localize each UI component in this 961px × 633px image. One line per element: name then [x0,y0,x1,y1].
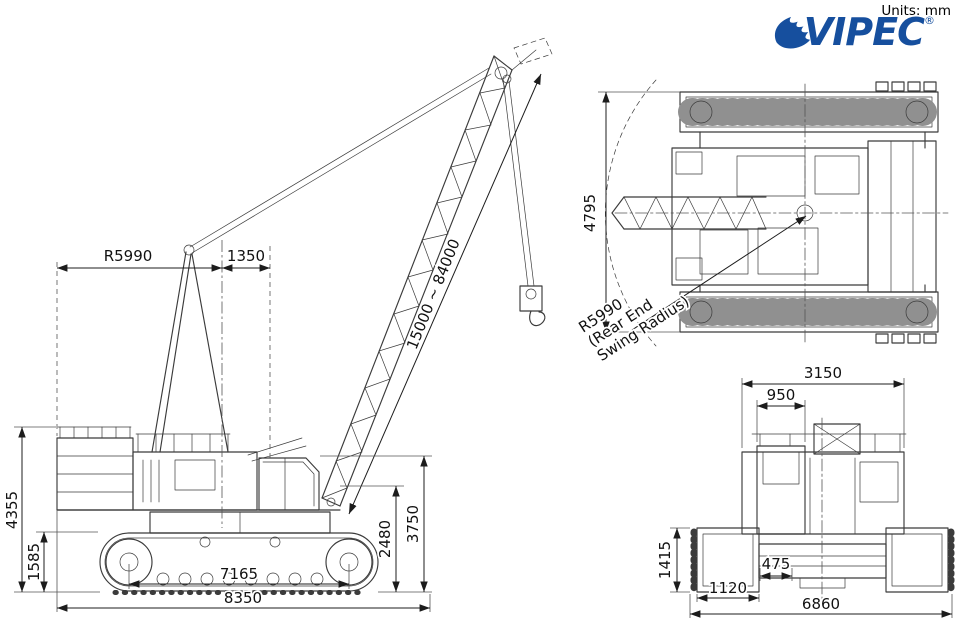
dim-overall-length: 8350 [224,589,262,607]
dim-crawler-overall-width: 4795 [581,194,599,232]
dim-upper-width: 3150 [804,364,842,382]
side-view-dimensions: R5990 1350 15000 ~ 84000 4355 1585 2480 … [1,73,542,612]
crawler-track-plan-bottom [678,291,942,333]
dim-cab-top-height: 3750 [404,505,422,543]
brand-bird-icon [774,16,810,49]
side-view-drawing [56,37,553,595]
handrails [57,426,231,453]
carbody-rear [758,543,887,589]
operator-cab-side [258,457,320,511]
registered-mark: ® [924,14,935,27]
crawler-track-rear-right [885,527,955,594]
hook-block [502,78,546,327]
dim-boom-length-range: 15000 ~ 84000 [403,236,464,352]
dim-center-offset: 475 [762,555,791,573]
dim-overall-width: 6860 [802,595,840,613]
pendant-rope [191,73,492,254]
dim-center-to-boom-foot: 1350 [227,247,265,265]
brand-logo: VIPEC ® [771,13,935,55]
top-view-drawing [605,79,949,347]
crawler-track-plan-top [678,91,942,133]
dim-deck-height: 2480 [376,520,394,558]
units-label: Units: mm [881,3,951,19]
brand-logo-text: VIPEC [803,10,925,54]
dim-carbody-clearance: 1585 [25,543,43,581]
dim-overall-height: 4355 [3,491,21,529]
rear-view-dimensions: 3150 950 1415 475 1120 6860 [654,362,953,618]
machinery-housing-side [132,451,258,511]
gantry-mast [151,244,229,453]
dim-cab-width: 950 [767,386,796,404]
upper-deck-plan [671,81,937,344]
upper-structure-rear [741,423,907,535]
dim-tumbler-distance: 7165 [220,565,258,583]
counterweight-side [56,437,134,511]
dim-rear-swing-radius: R5990 [104,247,153,265]
pendant-rope [189,67,490,248]
dim-track-span: 1120 [709,579,747,597]
dim-crawler-height: 1415 [656,541,674,579]
rear-view-drawing [690,417,955,605]
